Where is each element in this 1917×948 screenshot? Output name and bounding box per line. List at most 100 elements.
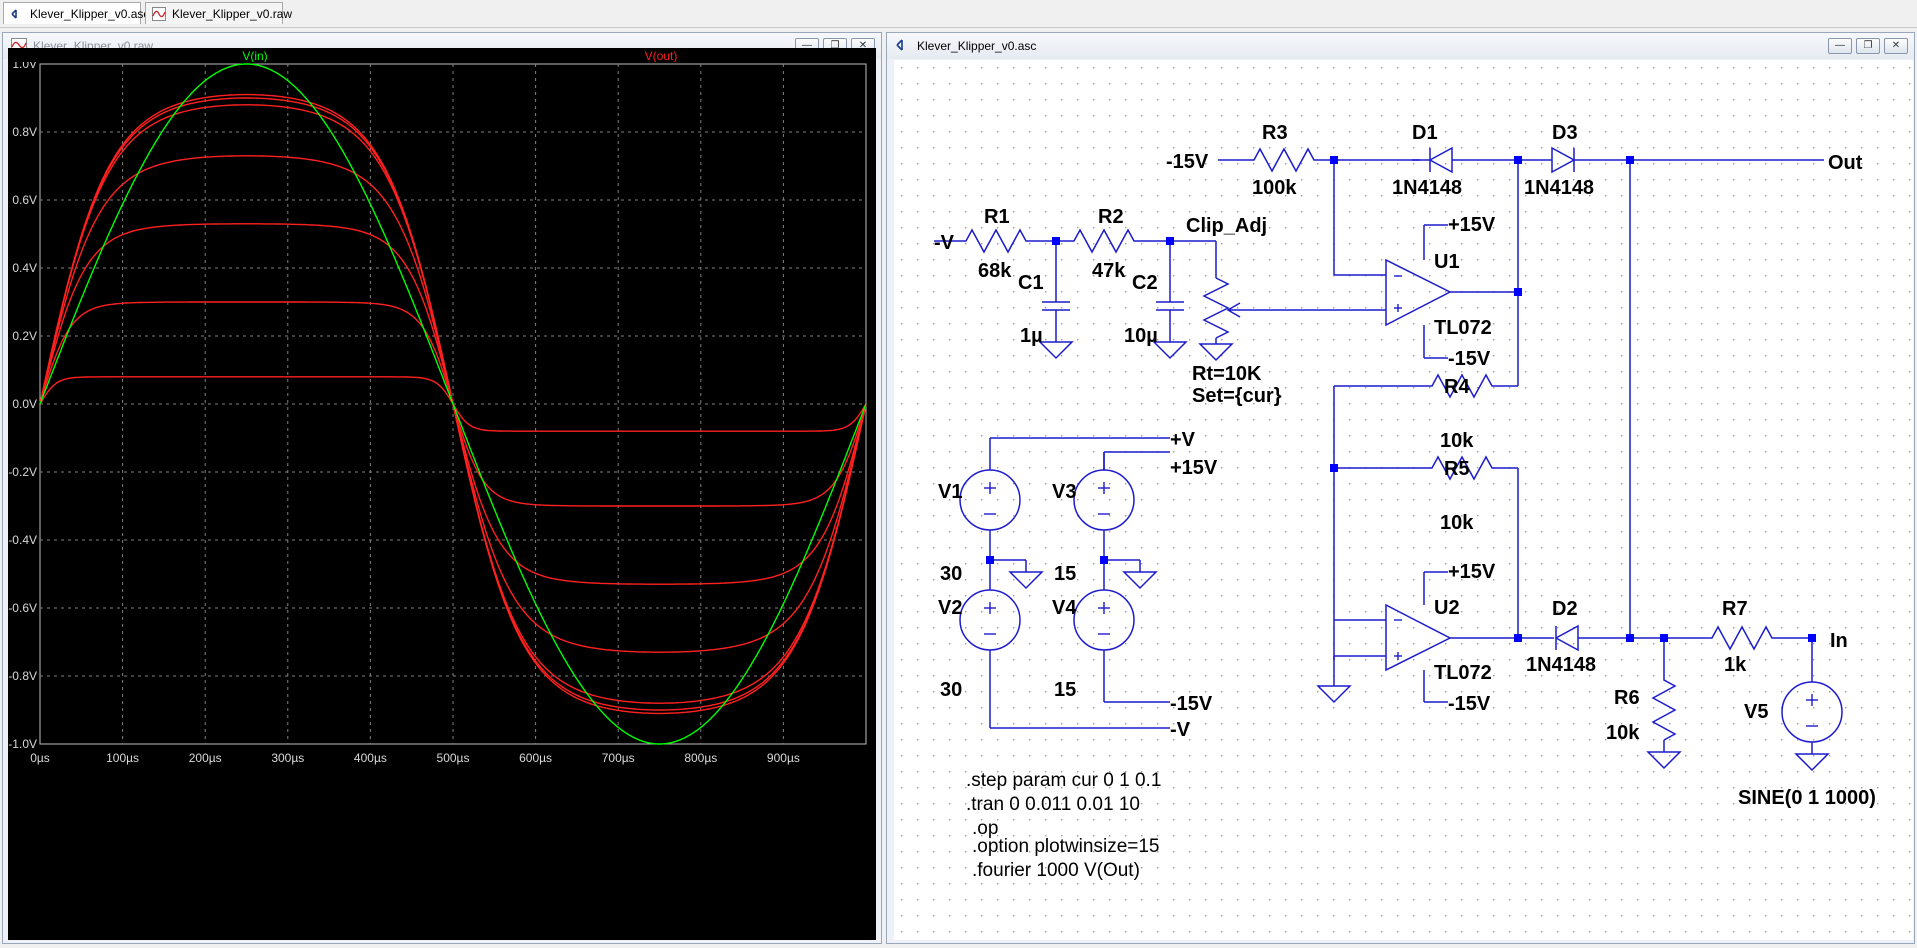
opamp-u1[interactable] [1385,258,1452,327]
minimize-button[interactable]: — [1828,38,1852,54]
component-ref: R3 [1262,122,1288,144]
component-value: 1k [1724,654,1747,676]
resistor-r3[interactable] [1248,147,1334,173]
schematic-icon [11,9,17,19]
y-tick-label: 0.4V [12,261,37,275]
y-tick-label: -0.4V [8,533,37,547]
x-tick-label: 400µs [354,751,387,765]
close-button[interactable]: ✕ [1884,38,1908,54]
component-value: 47k [1092,260,1126,282]
component-ref: V5 [1744,701,1768,723]
resistor-r7[interactable] [1706,625,1812,651]
component-ref: V4 [1052,597,1077,619]
component-ref: R2 [1098,206,1124,228]
component-value: SINE(0 1 1000) [1738,787,1876,809]
component-ref: V1 [938,481,962,503]
x-tick-label: 900µs [767,751,800,765]
tab-schematic[interactable]: Klever_Klipper_v0.asc [3,2,149,24]
net-label: -V [934,232,955,254]
net-label: +V [1170,429,1196,451]
tab-waveform[interactable]: Klever_Klipper_v0.raw [145,2,292,24]
schematic-grid [894,60,1913,940]
plot-legend: V(in) V(out) [242,49,678,62]
net-label: -15V [1170,693,1213,715]
window-title: Klever_Klipper_v0.asc [917,39,1037,53]
schematic-window-titlebar[interactable]: Klever_Klipper_v0.asc — ❐ ✕ [887,33,1914,59]
potentiometer-clip-adj[interactable] [1202,277,1230,339]
x-tick-label: 0µs [30,751,50,765]
component-value: 10k [1440,430,1474,452]
schematic-canvas[interactable]: -15V R3 100k D1 1N4148 D3 1N4148 Out -V … [894,60,1913,940]
component-value: Rt=10K [1192,363,1262,385]
y-tick-label: -1.0V [8,737,37,751]
component-ref: R6 [1614,687,1640,709]
spice-directive[interactable]: .tran 0 0.011 0.01 10 [966,794,1140,815]
net-label: +15V [1170,457,1218,479]
component-value: TL072 [1434,662,1492,684]
component-value: 15 [1054,563,1076,585]
trace-v-in- [39,63,867,745]
schematic-icon [896,39,903,51]
net-label: -15V [1166,151,1209,173]
resistor-r2[interactable] [1056,228,1170,254]
net-label-in: In [1830,630,1848,652]
component-value: Set={cur} [1192,385,1282,407]
x-tick-label: 600µs [519,751,552,765]
legend-label[interactable]: V(in) [242,49,267,62]
net-label: +15V [1448,214,1496,236]
waveform-icon [152,7,166,21]
component-value: 15 [1054,679,1076,701]
y-tick-label: -0.2V [8,465,37,479]
component-value: 30 [940,679,962,701]
spice-directive[interactable]: .step param cur 0 1 0.1 [966,770,1161,791]
tab-label: Klever_Klipper_v0.raw [172,7,293,21]
y-tick-label: 0.8V [12,125,37,139]
component-ref: C1 [1018,272,1044,294]
component-value: 1µ [1020,325,1043,347]
component-ref: Clip_Adj [1186,215,1267,237]
spice-directive[interactable]: .op [972,818,998,839]
legend-label[interactable]: V(out) [645,49,678,62]
opamp-u2[interactable] [1385,603,1452,672]
component-value: 1N4148 [1524,177,1594,199]
plot-legend-strip [8,48,876,62]
spice-directive[interactable]: .fourier 1000 V(Out) [972,860,1140,881]
resistor-r1[interactable] [960,228,1056,254]
net-label: -V [1170,719,1191,741]
x-tick-label: 300µs [271,751,304,765]
component-ref: D3 [1552,122,1578,144]
net-label-out: Out [1828,152,1863,174]
component-ref: R4 [1444,376,1470,398]
restore-button[interactable]: ❐ [1856,38,1880,54]
x-tick-label: 800µs [684,751,717,765]
spice-directive[interactable]: .option plotwinsize=15 [972,836,1160,857]
component-value: TL072 [1434,317,1492,339]
x-tick-label: 500µs [437,751,470,765]
resistor-r6[interactable] [1651,676,1677,741]
tab-label: Klever_Klipper_v0.asc [30,7,150,21]
document-tab-bar: Klever_Klipper_v0.asc Klever_Klipper_v0.… [0,0,1917,28]
schematic-drawing: -15V R3 100k D1 1N4148 D3 1N4148 Out -V … [894,60,1913,940]
component-ref: R1 [984,206,1010,228]
y-tick-label: 0.0V [12,397,37,411]
component-value: 1N4148 [1526,654,1596,676]
component-value: 10k [1440,512,1474,534]
component-ref: D2 [1552,598,1578,620]
component-value: 30 [940,563,962,585]
component-value: 100k [1252,177,1297,199]
y-tick-label: 0.2V [12,329,37,343]
net-label: -15V [1448,348,1491,370]
resistor-r5[interactable] [1334,455,1518,481]
component-value: 68k [978,260,1012,282]
net-label: +15V [1448,561,1496,583]
component-value: 1N4148 [1392,177,1462,199]
component-ref: C2 [1132,272,1158,294]
component-ref: R5 [1444,458,1470,480]
y-tick-label: -0.8V [8,669,37,683]
component-ref: R7 [1722,598,1748,620]
resistor-r4[interactable] [1426,373,1518,399]
x-tick-label: 200µs [189,751,222,765]
component-value: 10k [1606,722,1640,744]
